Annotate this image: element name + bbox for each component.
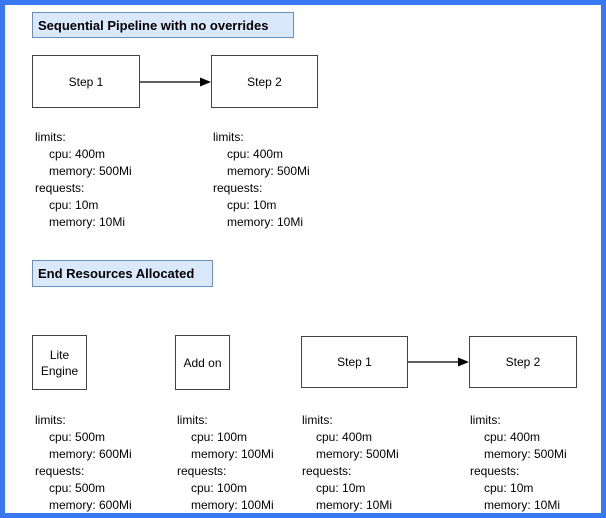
resource-line: memory: 10Mi: [316, 498, 393, 512]
resource-line: limits:: [470, 413, 501, 427]
resource-line: requests:: [35, 464, 85, 478]
node-pipeline-step1: Step 1: [32, 55, 140, 108]
resource-line: cpu: 500m: [49, 430, 106, 444]
node-label: Add on: [183, 355, 222, 370]
resource-line: requests:: [177, 464, 227, 478]
resource-line: requests:: [35, 181, 85, 195]
section-title-sequential-pipeline: Sequential Pipeline with no overrides: [32, 12, 294, 38]
resource-line: memory: 500Mi: [49, 164, 132, 178]
resources-lite-engine: limits: cpu: 500m memory: 600Mi requests…: [35, 412, 132, 514]
section-title-text: Sequential Pipeline with no overrides: [38, 17, 269, 33]
node-add-on: Add on: [175, 335, 230, 390]
resource-line: memory: 500Mi: [316, 447, 399, 461]
resource-line: cpu: 10m: [484, 481, 534, 495]
resource-line: memory: 100Mi: [191, 498, 274, 512]
resource-line: memory: 10Mi: [49, 215, 126, 229]
node-label: Step 2: [505, 355, 541, 369]
node-lite-engine: Lite Engine: [32, 335, 87, 390]
resource-line: cpu: 500m: [49, 481, 106, 495]
resource-line: memory: 100Mi: [191, 447, 274, 461]
resource-line: cpu: 400m: [49, 147, 106, 161]
node-label: Step 1: [337, 355, 372, 369]
resource-line: cpu: 100m: [191, 481, 248, 495]
resource-line: cpu: 400m: [484, 430, 541, 444]
node-end-step2: Step 2: [469, 336, 577, 388]
resource-line: cpu: 100m: [191, 430, 248, 444]
resources-end-step1: limits: cpu: 400m memory: 500Mi requests…: [302, 412, 399, 514]
resource-line: limits:: [213, 130, 244, 144]
resource-line: cpu: 10m: [316, 481, 366, 495]
section-title-end-resources: End Resources Allocated: [32, 260, 213, 287]
resource-line: limits:: [35, 130, 66, 144]
resource-line: memory: 10Mi: [227, 215, 304, 229]
resource-line: memory: 500Mi: [484, 447, 567, 461]
resource-line: limits:: [302, 413, 333, 427]
node-label: Step 2: [247, 74, 282, 89]
resource-line: cpu: 10m: [227, 198, 277, 212]
resources-pipeline-step2: limits: cpu: 400m memory: 500Mi requests…: [213, 129, 310, 231]
resource-line: requests:: [302, 464, 352, 478]
resources-end-step2: limits: cpu: 400m memory: 500Mi requests…: [470, 412, 567, 514]
resource-line: memory: 600Mi: [49, 498, 132, 512]
node-pipeline-step2: Step 2: [211, 55, 318, 108]
resource-line: cpu: 10m: [49, 198, 99, 212]
resource-line: requests:: [213, 181, 263, 195]
resource-line: memory: 500Mi: [227, 164, 310, 178]
node-label: Step 1: [68, 74, 104, 89]
resource-line: memory: 10Mi: [484, 498, 561, 512]
section-title-text: End Resources Allocated: [38, 266, 195, 281]
resource-line: cpu: 400m: [227, 147, 284, 161]
resource-line: memory: 600Mi: [49, 447, 132, 461]
resource-line: limits:: [177, 413, 208, 427]
node-end-step1: Step 1: [301, 336, 408, 388]
arrow-pipeline-step1-to-step2: [140, 77, 211, 87]
resource-line: limits:: [35, 413, 66, 427]
resource-line: cpu: 400m: [316, 430, 373, 444]
resource-line: requests:: [470, 464, 520, 478]
node-label: Lite Engine: [40, 347, 79, 378]
arrow-end-step1-to-step2: [408, 357, 469, 367]
resources-add-on: limits: cpu: 100m memory: 100Mi requests…: [177, 412, 274, 514]
resources-pipeline-step1: limits: cpu: 400m memory: 500Mi requests…: [35, 129, 132, 231]
